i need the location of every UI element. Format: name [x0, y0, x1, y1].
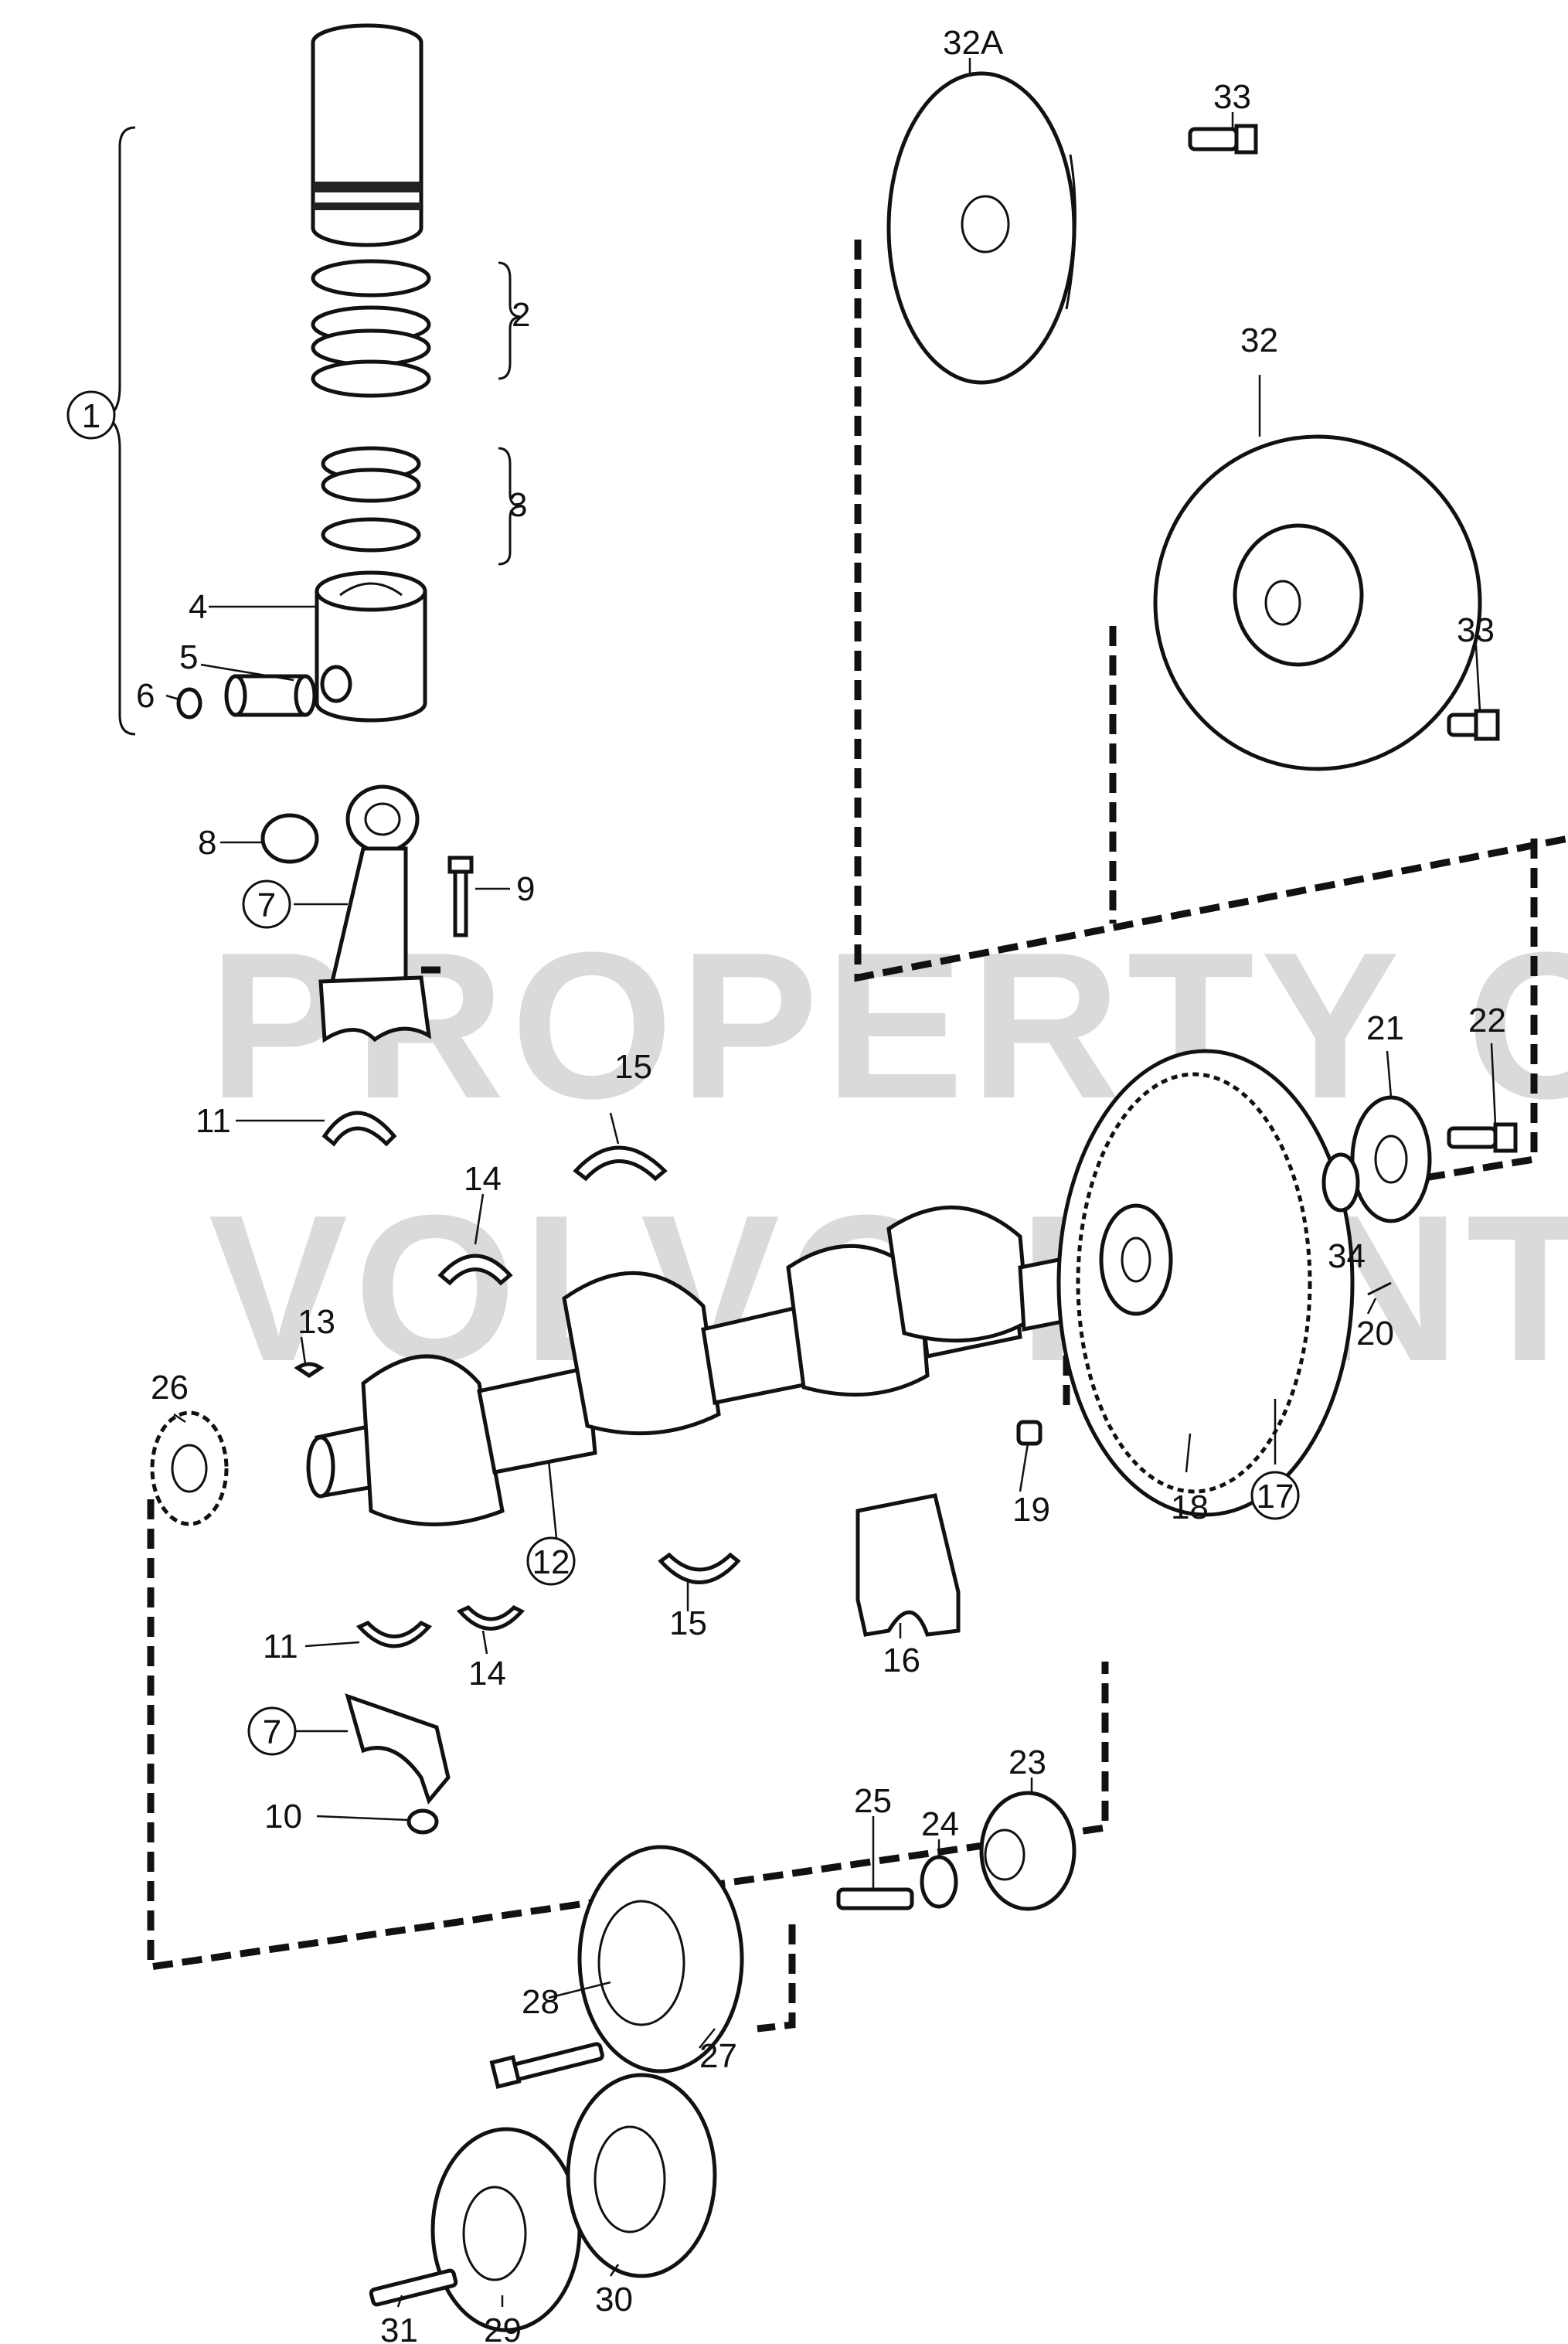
flex-plate — [1153, 434, 1482, 771]
middle-pulley — [566, 2073, 717, 2278]
callout-16: 16 — [883, 1641, 920, 1679]
crank-pulley — [577, 1845, 744, 2074]
callout-33-upper: 33 — [1213, 78, 1251, 116]
hub-washer — [920, 1855, 958, 1909]
callout-21: 21 — [1366, 1009, 1404, 1047]
callout-7-lower: 7 — [263, 1713, 281, 1751]
callout-2: 2 — [512, 296, 530, 334]
callout-12: 12 — [532, 1543, 570, 1581]
watermark-line-1: PROPERTY OF — [209, 910, 1568, 1142]
flywheel-bolt — [1447, 1122, 1518, 1153]
callout-11-upper: 11 — [196, 1102, 231, 1140]
cylinder-liner — [311, 23, 423, 247]
callout-14-lower: 14 — [468, 1655, 506, 1693]
oil-rings — [321, 446, 421, 553]
small-end-bushing — [260, 813, 319, 864]
dowel-pin — [1016, 1420, 1042, 1446]
pulley-bolt — [489, 2042, 604, 2089]
callout-19: 19 — [1012, 1491, 1050, 1529]
callout-15-lower: 15 — [669, 1604, 707, 1642]
guide-pin — [1367, 1281, 1392, 1296]
drive-plate — [886, 71, 1077, 385]
callout-17: 17 — [1257, 1478, 1294, 1516]
callout-31: 31 — [380, 2312, 418, 2344]
callout-22: 22 — [1468, 1002, 1506, 1039]
connecting-rod-nut — [406, 1808, 439, 1835]
callout-27: 27 — [699, 2037, 737, 2075]
circled-callouts — [66, 390, 1300, 1756]
crank-gear — [150, 1410, 229, 1526]
woodruff-key — [294, 1362, 325, 1379]
callout-4: 4 — [189, 588, 207, 626]
circlip — [176, 687, 202, 720]
bearing-shells — [321, 1111, 741, 1648]
callout-18: 18 — [1171, 1488, 1209, 1526]
damper-hub — [979, 1791, 1077, 1911]
callout-30: 30 — [595, 2281, 633, 2318]
main-bearing-cap — [855, 1493, 961, 1637]
callout-3: 3 — [508, 486, 527, 524]
callout-26: 26 — [151, 1369, 189, 1407]
callout-25: 25 — [854, 1782, 892, 1820]
callout-7-upper: 7 — [257, 886, 276, 924]
callout-10: 10 — [264, 1798, 302, 1835]
plate-bolt-upper — [1188, 124, 1258, 155]
callout-34: 34 — [1328, 1237, 1366, 1275]
connecting-rod — [318, 784, 432, 1043]
pilot-bearing — [1321, 1152, 1360, 1213]
callout-20: 20 — [1356, 1315, 1394, 1352]
callout-5: 5 — [179, 638, 198, 676]
callout-6: 6 — [136, 677, 155, 715]
callout-32: 32 — [1240, 321, 1278, 359]
crankshaft — [306, 1205, 1111, 1526]
callout-28: 28 — [522, 1983, 560, 2021]
callout-14-upper: 14 — [464, 1160, 502, 1198]
connecting-rod-bolt — [447, 856, 474, 937]
callout-33-lower: 33 — [1457, 611, 1495, 649]
callout-8: 8 — [198, 824, 216, 862]
washer-plate — [1350, 1095, 1432, 1223]
callout-29: 29 — [484, 2312, 522, 2344]
callout-11-lower: 11 — [263, 1628, 298, 1665]
callout-13: 13 — [298, 1303, 335, 1341]
front-pulley — [430, 2127, 582, 2332]
plate-bolt-lower — [1447, 709, 1500, 741]
callout-9: 9 — [516, 870, 535, 908]
piston-pin — [224, 674, 317, 717]
hub-bolt — [836, 1887, 914, 1910]
callout-labels: 1 2 3 4 5 6 7 7 8 9 10 11 11 12 13 14 14… — [82, 24, 1506, 2344]
connecting-rod-cap — [345, 1693, 451, 1805]
callout-24: 24 — [921, 1805, 959, 1843]
leader-lines — [165, 58, 1497, 2308]
callout-32a: 32A — [943, 24, 1004, 62]
callout-23: 23 — [1008, 1744, 1046, 1781]
flywheel — [1056, 1049, 1355, 1517]
callout-15-upper: 15 — [614, 1048, 652, 1086]
front-pulley-bolt — [369, 2268, 458, 2307]
compression-rings — [311, 259, 431, 398]
callout-1: 1 — [82, 397, 100, 435]
piston — [315, 570, 427, 723]
